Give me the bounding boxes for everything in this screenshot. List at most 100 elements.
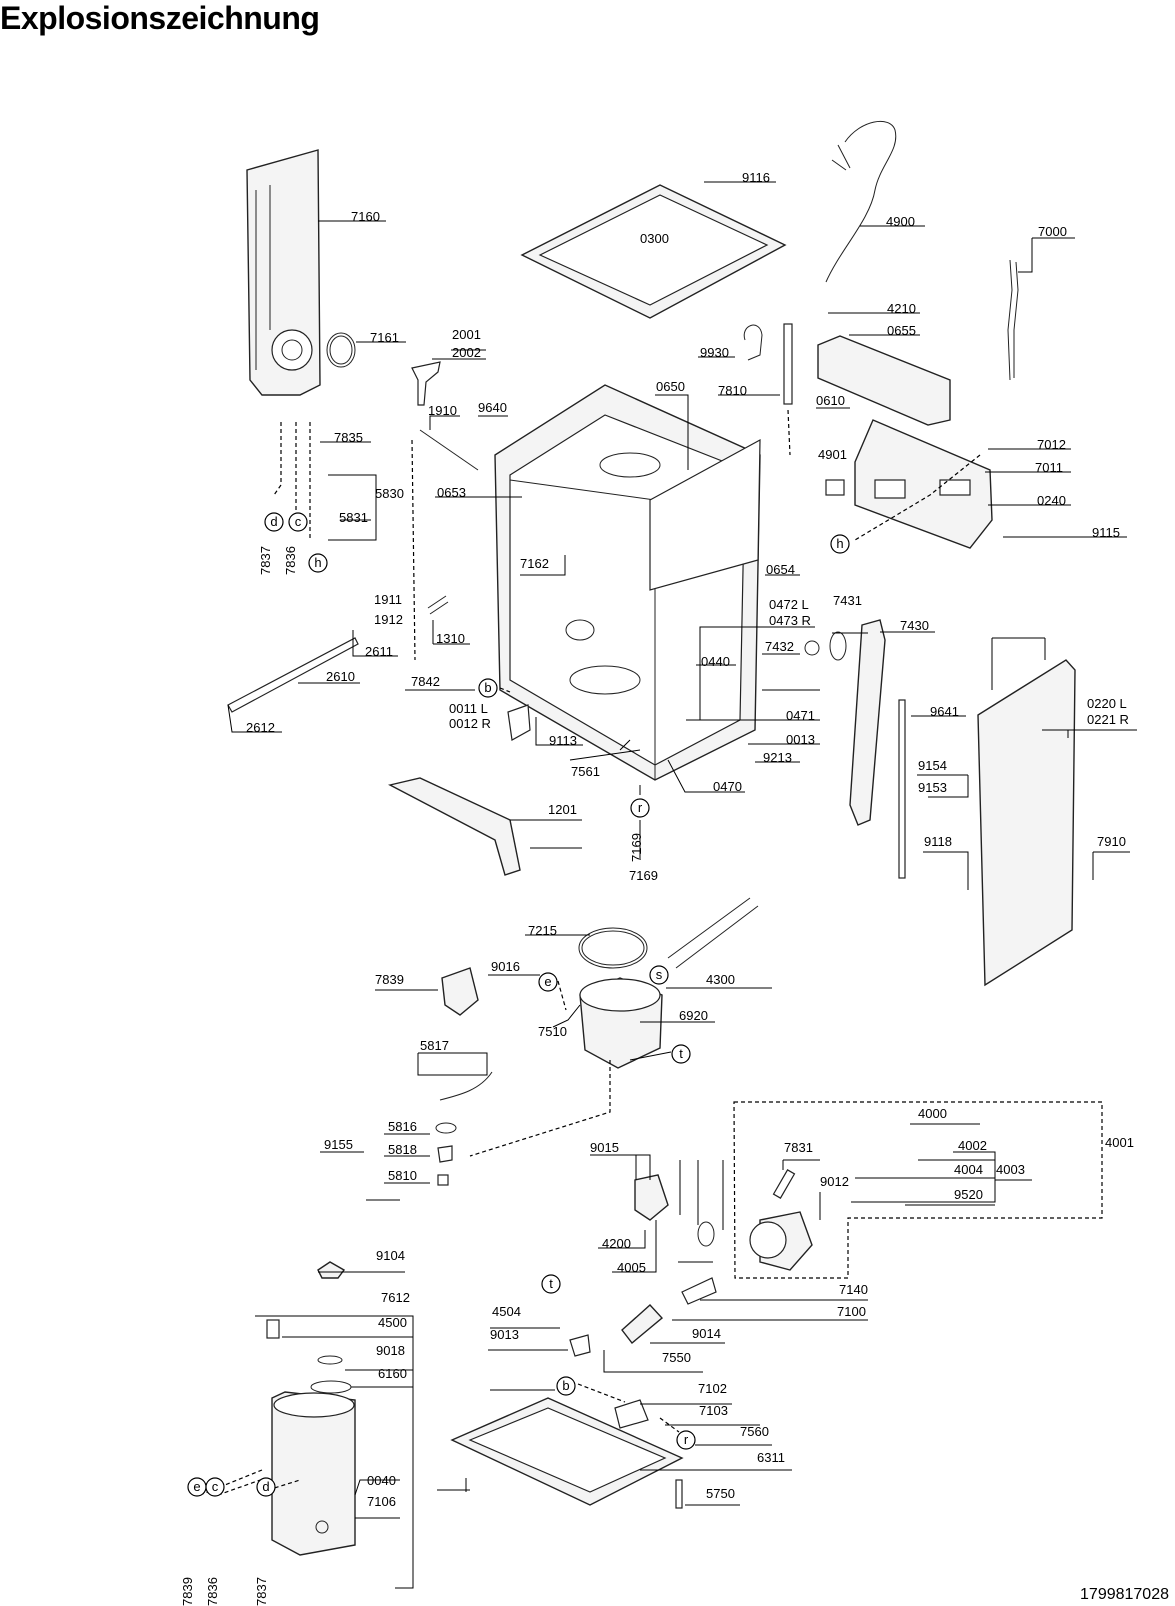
part-label: 7612 — [381, 1290, 410, 1305]
part-label: 4001 — [1105, 1135, 1134, 1150]
part-label: 7431 — [833, 593, 862, 608]
part-7000-hose — [1007, 259, 1019, 381]
part-label: 7100 — [837, 1304, 866, 1319]
part-label: 7835 — [334, 430, 363, 445]
part-label: 4000 — [918, 1106, 947, 1121]
part-label: 7140 — [839, 1282, 868, 1297]
part-label: 0221 R — [1087, 712, 1129, 727]
part-label: 0040 — [367, 1473, 396, 1488]
part-label: 1912 — [374, 612, 403, 627]
callout-c: c — [205, 1477, 225, 1497]
part-label: 9153 — [918, 780, 947, 795]
part-label: 0300 — [640, 231, 669, 246]
part-label: 0472 L — [769, 597, 809, 612]
callout-h: h — [830, 534, 850, 554]
part-shapes — [227, 121, 1076, 1556]
part-label: 9113 — [549, 733, 577, 748]
part-label: 9520 — [954, 1187, 983, 1202]
part-label: 7561 — [571, 764, 600, 779]
callout-d: d — [256, 1477, 276, 1497]
part-label: 9016 — [491, 959, 520, 974]
part-label: 0471 — [786, 708, 815, 723]
part-label: 5831 — [339, 510, 368, 525]
callout-s: s — [649, 965, 669, 985]
part-label: 9641 — [930, 704, 959, 719]
part-label: 9012 — [820, 1174, 849, 1189]
part-label: 5818 — [388, 1142, 417, 1157]
part-label: 7106 — [367, 1494, 396, 1509]
part-label: 9640 — [478, 400, 507, 415]
part-label: 7011 — [1035, 460, 1063, 475]
svg-text:r: r — [638, 800, 643, 815]
callout-t: t — [541, 1274, 561, 1294]
part-label: 4300 — [706, 972, 735, 987]
part-7161-ring — [326, 332, 356, 368]
part-label: 7910 — [1097, 834, 1126, 849]
svg-text:r: r — [684, 1432, 689, 1447]
part-4900-cable — [825, 121, 897, 283]
part-label: 5816 — [388, 1119, 417, 1134]
part-label: 7510 — [538, 1024, 567, 1039]
part-label: 2002 — [452, 345, 481, 360]
svg-text:c: c — [212, 1479, 219, 1494]
part-label: 9115 — [1092, 525, 1120, 540]
part-label: 4200 — [602, 1236, 631, 1251]
part-label: 1310 — [436, 631, 465, 646]
vertical-part-label: 7837 — [258, 546, 273, 575]
part-label: 0011 L — [449, 701, 488, 716]
svg-text:h: h — [314, 555, 321, 570]
part-label: 6160 — [378, 1366, 407, 1381]
part-label: 9930 — [700, 345, 729, 360]
part-label: 1911 — [374, 592, 402, 607]
svg-text:d: d — [262, 1479, 269, 1494]
part-label: 7432 — [765, 639, 794, 654]
part-label: 6920 — [679, 1008, 708, 1023]
part-0240-panel — [854, 419, 993, 549]
dashed-links — [199, 409, 1103, 1496]
vertical-part-label: 7839 — [180, 1577, 195, 1606]
part-label: 9154 — [918, 758, 947, 773]
part-label: 0610 — [816, 393, 845, 408]
part-label: 4901 — [818, 447, 847, 462]
part-label: 7842 — [411, 674, 440, 689]
part-label: 4003 — [996, 1162, 1025, 1177]
part-label: 7839 — [375, 972, 404, 987]
part-label: 4002 — [958, 1138, 987, 1153]
part-label: 7169 — [629, 868, 658, 883]
part-label: 7000 — [1038, 224, 1067, 239]
part-label: 9018 — [376, 1343, 405, 1358]
part-label: 9213 — [763, 750, 792, 765]
part-label: 4504 — [492, 1304, 521, 1319]
part-label: 2001 — [452, 327, 481, 342]
part-label: 7831 — [784, 1140, 813, 1155]
part-label: 0473 R — [769, 613, 811, 628]
part-label: 0013 — [786, 732, 815, 747]
vertical-part-label: 7169 — [629, 833, 644, 862]
svg-text:e: e — [544, 974, 551, 989]
part-label: 2612 — [246, 720, 275, 735]
part-label: 5750 — [706, 1486, 735, 1501]
part-label: 7215 — [528, 923, 557, 938]
part-label: 1910 — [428, 403, 457, 418]
vertical-part-label: 7837 — [254, 1577, 269, 1606]
svg-text:e: e — [193, 1479, 200, 1494]
part-label: 0240 — [1037, 493, 1066, 508]
part-label: 5830 — [375, 486, 404, 501]
callout-h: h — [308, 553, 328, 573]
part-label: 0470 — [713, 779, 742, 794]
callout-e: e — [538, 972, 558, 992]
svg-text:t: t — [679, 1046, 683, 1061]
part-label: 9116 — [742, 170, 770, 185]
part-label: 2611 — [365, 644, 393, 659]
svg-text:d: d — [270, 514, 277, 529]
svg-text:b: b — [484, 680, 491, 695]
part-label: 9155 — [324, 1137, 353, 1152]
svg-text:t: t — [549, 1276, 553, 1291]
part-label: 0220 L — [1087, 696, 1127, 711]
part-label: 4004 — [954, 1162, 983, 1177]
part-7430-spray-arm — [849, 619, 886, 826]
